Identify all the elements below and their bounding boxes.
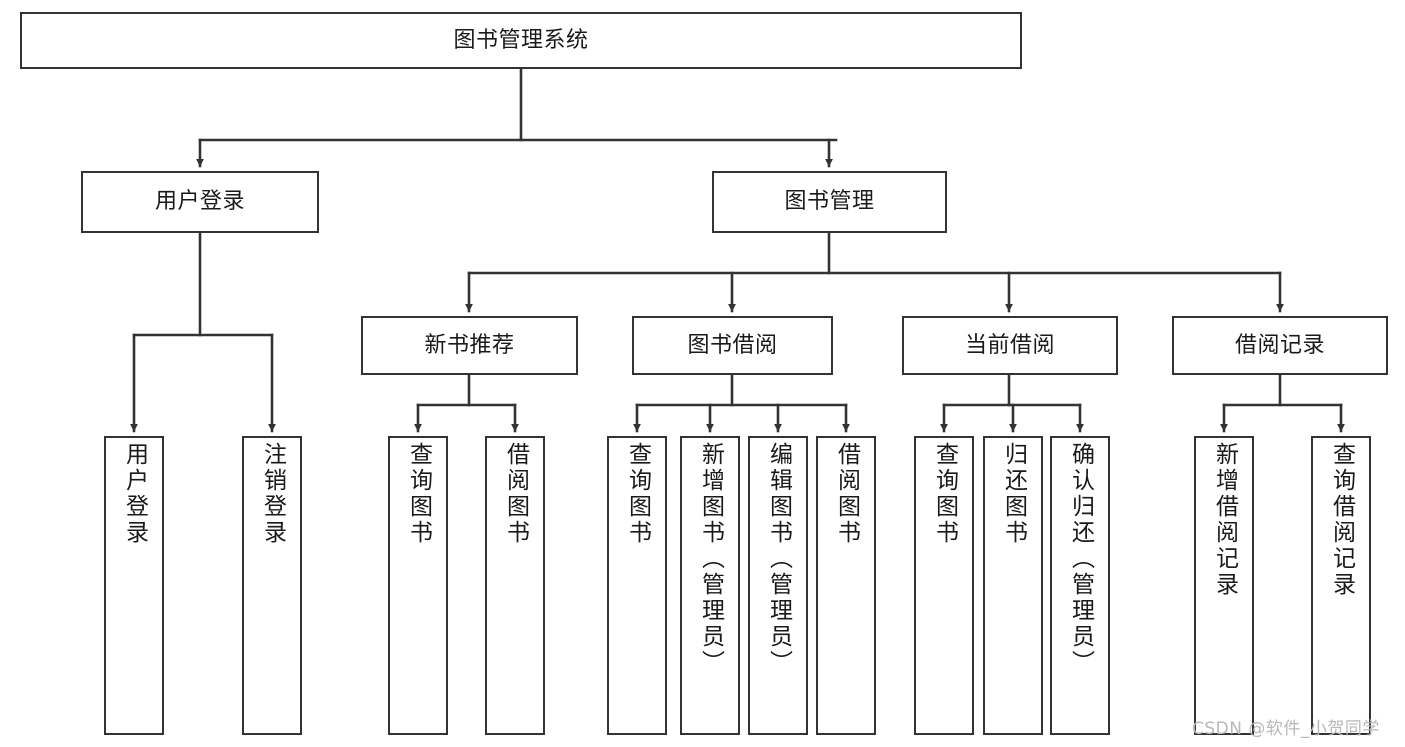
node-leaf-query-book-3[interactable]: 查询图书 [914,436,974,735]
node-current-borrow[interactable]: 当前借阅 [902,316,1118,375]
node-current-borrow-label: 当前借阅 [964,332,1055,358]
node-leaf-query-book-3-label: 查询图书 [931,442,958,546]
node-new-book-rec-label: 新书推荐 [424,332,515,358]
node-leaf-user-login[interactable]: 用户登录 [104,436,164,735]
node-book-borrow[interactable]: 图书借阅 [632,316,833,375]
node-leaf-add-book[interactable]: 新增图书（管理员） [680,436,740,735]
node-book-manage-label: 图书管理 [784,189,875,215]
node-leaf-logout-label: 注销登录 [259,442,286,546]
node-leaf-edit-book[interactable]: 编辑图书（管理员） [748,436,808,735]
node-leaf-confirm-return[interactable]: 确认归还（管理员） [1050,436,1110,735]
node-leaf-borrow-book-1[interactable]: 借阅图书 [485,436,545,735]
node-root[interactable]: 图书管理系统 [20,12,1022,69]
node-user-login[interactable]: 用户登录 [81,171,319,233]
node-leaf-edit-book-label: 编辑图书（管理员） [765,442,792,676]
node-leaf-return-book-label: 归还图书 [1000,442,1027,546]
node-leaf-add-record[interactable]: 新增借阅记录 [1194,436,1254,735]
node-leaf-query-book-1-label: 查询图书 [405,442,432,546]
node-root-label: 图书管理系统 [453,27,589,53]
node-leaf-query-book-2[interactable]: 查询图书 [607,436,667,735]
node-leaf-query-record[interactable]: 查询借阅记录 [1311,436,1371,735]
node-leaf-query-record-label: 查询借阅记录 [1328,442,1355,598]
node-new-book-rec[interactable]: 新书推荐 [361,316,578,375]
node-book-borrow-label: 图书借阅 [687,332,778,358]
node-user-login-label: 用户登录 [154,189,245,215]
node-leaf-borrow-book-2[interactable]: 借阅图书 [816,436,876,735]
node-leaf-user-login-label: 用户登录 [121,442,148,546]
node-leaf-add-book-label: 新增图书（管理员） [697,442,724,676]
csdn-watermark: CSDN @软件_小贺同学 [1192,719,1380,739]
node-borrow-record-label: 借阅记录 [1234,332,1325,358]
node-leaf-add-record-label: 新增借阅记录 [1211,442,1238,598]
node-leaf-borrow-book-2-label: 借阅图书 [833,442,860,546]
node-borrow-record[interactable]: 借阅记录 [1172,316,1388,375]
node-leaf-confirm-return-label: 确认归还（管理员） [1067,442,1094,676]
node-leaf-logout[interactable]: 注销登录 [242,436,302,735]
node-leaf-return-book[interactable]: 归还图书 [983,436,1043,735]
node-leaf-query-book-1[interactable]: 查询图书 [388,436,448,735]
node-leaf-query-book-2-label: 查询图书 [624,442,651,546]
node-book-manage[interactable]: 图书管理 [712,171,947,233]
node-leaf-borrow-book-1-label: 借阅图书 [502,442,529,546]
